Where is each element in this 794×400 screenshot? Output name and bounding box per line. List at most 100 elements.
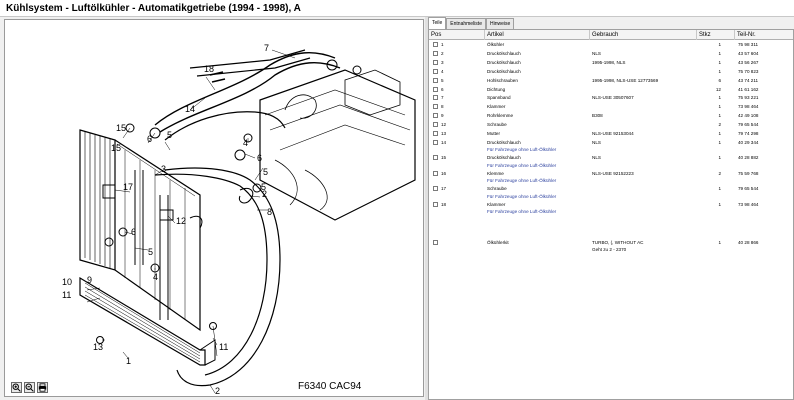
row-checkbox[interactable]: [433, 186, 438, 192]
cell-artikel: Spannband: [487, 95, 511, 101]
cell-gebrauch: NLS: [592, 139, 601, 145]
callout-number[interactable]: 3: [161, 164, 166, 174]
callout-number[interactable]: 12: [176, 216, 186, 226]
cell-teil-nr: 43 74 211: [738, 77, 759, 83]
cell-gebrauch: NLS-USE 92153044: [592, 131, 634, 136]
column-header-stkz[interactable]: Stkz: [697, 30, 735, 40]
table-header: Pos Artikel Gebrauch Stkz Teil-Nr.: [429, 30, 793, 40]
callout-number[interactable]: 9: [87, 275, 92, 285]
cell-artikel: Mutter: [487, 131, 501, 136]
cell-stkz: 1: [718, 131, 721, 136]
column-header-pos[interactable]: Pos: [429, 30, 485, 40]
row-checkbox[interactable]: [433, 86, 438, 92]
row-checkbox[interactable]: [433, 131, 438, 136]
row-checkbox[interactable]: [433, 95, 438, 101]
zoom-in-button[interactable]: [11, 382, 22, 393]
window-title: Kühlsystem - Luftölkühler - Automatikget…: [6, 3, 301, 14]
row-checkbox[interactable]: [433, 155, 438, 161]
row-checkbox[interactable]: [433, 122, 438, 128]
zoom-out-button[interactable]: [24, 382, 35, 393]
row-checkbox[interactable]: [433, 68, 438, 74]
callout-number[interactable]: 15: [116, 123, 126, 133]
print-button[interactable]: [37, 382, 48, 393]
callout-number[interactable]: 2: [215, 386, 220, 396]
row-checkbox[interactable]: [433, 50, 438, 56]
cell-pos: 14: [441, 139, 447, 145]
callout-number[interactable]: 4: [153, 272, 158, 282]
callout-number[interactable]: 17: [123, 182, 133, 192]
tab-hinweise[interactable]: Hinweise: [485, 18, 515, 29]
row-checkbox[interactable]: [433, 170, 438, 176]
callout-number[interactable]: 5: [261, 182, 266, 192]
callout-number[interactable]: 13: [93, 342, 103, 352]
callout-number[interactable]: 1: [126, 356, 131, 366]
callout-number[interactable]: 6: [147, 134, 152, 144]
row-checkbox[interactable]: [433, 113, 438, 119]
row-checkbox[interactable]: [433, 104, 438, 110]
callout-number[interactable]: 4: [243, 138, 248, 148]
cell-artikel: Druckölschlauch: [487, 50, 521, 56]
column-header-gebrauch[interactable]: Gebrauch: [590, 30, 697, 40]
callout-number[interactable]: 5: [148, 247, 153, 257]
cell-teil-nr: 75 93 221: [738, 95, 759, 101]
callout-number[interactable]: 11: [219, 342, 228, 352]
callout-number[interactable]: 8: [267, 207, 272, 217]
cell-gebrauch: NLS-USE 30507607: [592, 95, 634, 101]
cell-pos: 3: [441, 59, 444, 65]
row-checkbox[interactable]: [433, 139, 438, 145]
cell-gebrauch: TURBO, (, WITHOUT AC: [592, 240, 644, 246]
row-checkbox[interactable]: [433, 42, 438, 47]
tab-entnahmeliste[interactable]: Entnahmeliste: [446, 18, 486, 29]
row-checkbox[interactable]: [433, 59, 438, 65]
row-checkbox[interactable]: [433, 77, 438, 83]
callout-number[interactable]: 18: [204, 64, 214, 74]
cell-stkz: 1: [718, 186, 721, 192]
cell-stkz: 1: [718, 68, 721, 74]
callout-number[interactable]: 5: [263, 167, 268, 177]
cell-pos: 6: [441, 86, 444, 92]
cell-pos: 7: [441, 95, 444, 101]
callout-number[interactable]: 14: [185, 104, 195, 114]
callout-number[interactable]: 11: [62, 290, 71, 300]
callout-number[interactable]: 6: [257, 153, 262, 163]
cell-teil-nr: 43 57 604: [738, 50, 759, 56]
column-header-artikel[interactable]: Artikel: [485, 30, 590, 40]
cell-pos: 13: [441, 131, 447, 136]
callout-number[interactable]: 5: [167, 130, 172, 140]
tab-bar: Teile Entnahmeliste Hinweise: [428, 17, 515, 29]
column-header-teil-nr[interactable]: Teil-Nr.: [737, 32, 756, 38]
row-note: Für Fahrzeuge ohne Luft-Ölkühler: [487, 193, 557, 199]
callout-number[interactable]: 6: [131, 227, 136, 237]
callout-number[interactable]: 2: [262, 189, 267, 199]
cell-teil-nr: 79 65 544: [738, 122, 759, 128]
callout-number[interactable]: 7: [264, 43, 269, 53]
title-bar: Kühlsystem - Luftölkühler - Automatikget…: [0, 0, 794, 17]
callout-number[interactable]: 10: [62, 277, 72, 287]
row-checkbox[interactable]: [433, 240, 438, 246]
callout-number[interactable]: 15: [111, 143, 121, 153]
tab-teile[interactable]: Teile: [428, 17, 447, 29]
pane-splitter[interactable]: [425, 17, 428, 400]
cell-artikel: Druckölschlauch: [487, 68, 521, 74]
row-checkbox[interactable]: [433, 201, 438, 207]
